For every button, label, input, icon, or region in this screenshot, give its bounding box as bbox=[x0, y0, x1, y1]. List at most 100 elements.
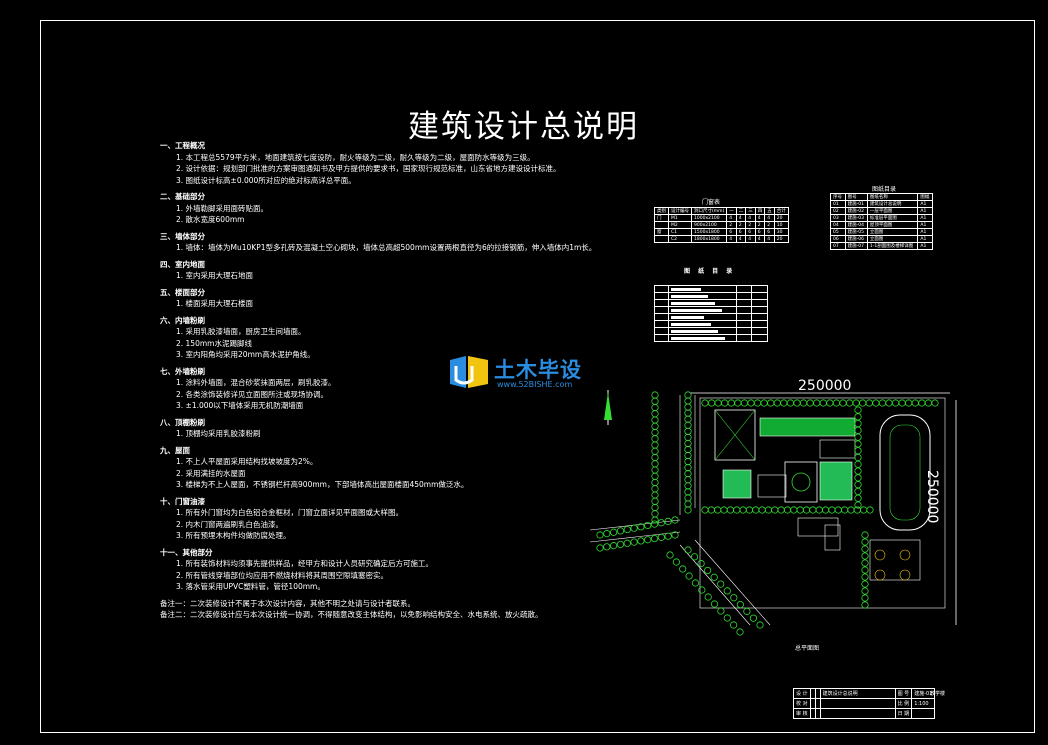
tree-icon bbox=[859, 399, 867, 407]
table-cell: 2 bbox=[754, 221, 766, 229]
tree-icon bbox=[809, 506, 817, 514]
table-cell bbox=[654, 235, 669, 243]
tree-icon bbox=[854, 474, 862, 482]
tree-icon bbox=[672, 558, 680, 566]
table-cell: 6 bbox=[735, 228, 747, 236]
notes-line: 1. 涂料外墙面，混合砂浆抹面两层，刷乳胶漆。 bbox=[176, 378, 336, 387]
drawing-index-row: 序号图号图纸名称图幅 bbox=[830, 193, 933, 201]
table-cell: 建施-02 bbox=[844, 207, 868, 215]
tree-icon bbox=[684, 482, 692, 490]
tree-icon bbox=[931, 399, 939, 407]
tree-icon bbox=[799, 399, 808, 407]
table-cell: 20 bbox=[773, 235, 789, 243]
tree-icon bbox=[651, 410, 659, 418]
table-cell bbox=[735, 320, 753, 328]
tree-icon bbox=[854, 440, 862, 448]
tree-icon bbox=[854, 487, 862, 496]
table-cell bbox=[735, 334, 753, 342]
tree-icon bbox=[720, 506, 728, 514]
tree-icon bbox=[861, 545, 869, 553]
tree-icon bbox=[777, 506, 785, 514]
tree-icon bbox=[758, 506, 766, 514]
tree-icon bbox=[905, 399, 913, 407]
table-cell: 建施-07 bbox=[844, 242, 868, 250]
tree-icon bbox=[861, 594, 869, 602]
notes-section-heading: 五、楼面部分 bbox=[160, 287, 205, 297]
tree-icon bbox=[707, 399, 716, 407]
notes-line: 1. 外墙勒脚采用面砖贴面。 bbox=[176, 203, 269, 213]
table-cell: 4 bbox=[726, 214, 737, 222]
index-table-row bbox=[654, 313, 768, 321]
tree-icon bbox=[651, 435, 659, 443]
tree-icon bbox=[734, 399, 742, 407]
tree-icon bbox=[684, 433, 692, 441]
table-cell: 4 bbox=[764, 214, 775, 222]
tree-icon bbox=[650, 520, 659, 528]
tree-icon bbox=[845, 399, 854, 407]
tree-icon bbox=[786, 399, 795, 407]
logo-icon bbox=[450, 356, 488, 388]
table-cell: C1 bbox=[668, 228, 692, 236]
tree-icon bbox=[819, 399, 827, 407]
table-cell: 建施-01 bbox=[844, 200, 868, 208]
tree-icon bbox=[684, 439, 692, 448]
tree-icon bbox=[839, 399, 847, 407]
tree-icon bbox=[826, 399, 834, 407]
tree-icon bbox=[747, 399, 755, 407]
table-cell: 30 bbox=[773, 228, 789, 236]
tree-icon bbox=[697, 560, 705, 568]
tree-icon bbox=[596, 531, 604, 539]
tree-icon bbox=[651, 478, 659, 487]
table-cell: A1 bbox=[917, 242, 933, 250]
notes-line: 1. 采用乳胶漆墙面，厨房卫生间墙面。 bbox=[176, 327, 306, 336]
notes-line: 1. 室内采用大理石地面 bbox=[176, 271, 254, 280]
tree-icon bbox=[885, 399, 893, 407]
table-cell: 6 bbox=[726, 228, 737, 236]
tree-icon bbox=[684, 494, 692, 502]
tree-icon bbox=[684, 457, 692, 466]
tree-icon bbox=[610, 542, 618, 550]
table-cell: 2 bbox=[726, 221, 737, 229]
tree-icon bbox=[861, 601, 869, 609]
table-cell: 4 bbox=[754, 235, 766, 243]
index-table-row bbox=[654, 320, 768, 328]
table-cell: 05 bbox=[830, 228, 846, 236]
tree-icon bbox=[753, 399, 762, 407]
tree-icon bbox=[790, 506, 798, 514]
tree-icon bbox=[666, 551, 674, 559]
page-title: 建筑设计总说明 bbox=[408, 109, 639, 145]
table-cell: 标准层平面图 bbox=[866, 214, 919, 222]
tree-icon bbox=[690, 553, 699, 561]
notes-section-heading: 六、内墙粉刷 bbox=[160, 315, 205, 325]
tree-icon bbox=[684, 506, 692, 514]
tree-icon bbox=[650, 534, 659, 543]
tree-icon bbox=[834, 506, 842, 514]
table-cell: 设 计 bbox=[793, 688, 811, 699]
table-cell: 1000x2100 bbox=[690, 214, 728, 222]
tree-icon bbox=[924, 399, 933, 407]
site-plan-caption: 总平面图 bbox=[795, 645, 820, 652]
table-cell: 审 核 bbox=[793, 708, 811, 719]
remark-line: 备注一：二次装修设计不属于本次设计内容，其他不明之处请与设计者联系。 bbox=[160, 598, 415, 608]
table-cell bbox=[654, 221, 669, 229]
tree-icon bbox=[651, 453, 659, 462]
table-cell: A1 bbox=[917, 221, 933, 229]
table-cell: 建筑设计总说明 bbox=[819, 688, 896, 699]
notes-line: 1. 楼面采用大理石楼面 bbox=[176, 299, 254, 308]
tree-icon bbox=[861, 538, 869, 546]
notes-line: 3. 图纸设计标高±0.000所对应的绝对标高详总平面。 bbox=[176, 175, 356, 185]
table-cell: 图 号 bbox=[894, 688, 913, 699]
tree-icon bbox=[710, 600, 719, 608]
tree-icon bbox=[651, 428, 659, 437]
table-cell: C2 bbox=[668, 235, 692, 243]
tree-icon bbox=[891, 399, 900, 407]
tree-icon bbox=[726, 506, 734, 514]
tree-icon bbox=[749, 614, 758, 622]
tree-icon bbox=[603, 543, 611, 551]
notes-section-heading: 八、顶棚粉刷 bbox=[160, 417, 205, 427]
tree-icon bbox=[854, 447, 862, 455]
table-cell bbox=[654, 285, 669, 293]
